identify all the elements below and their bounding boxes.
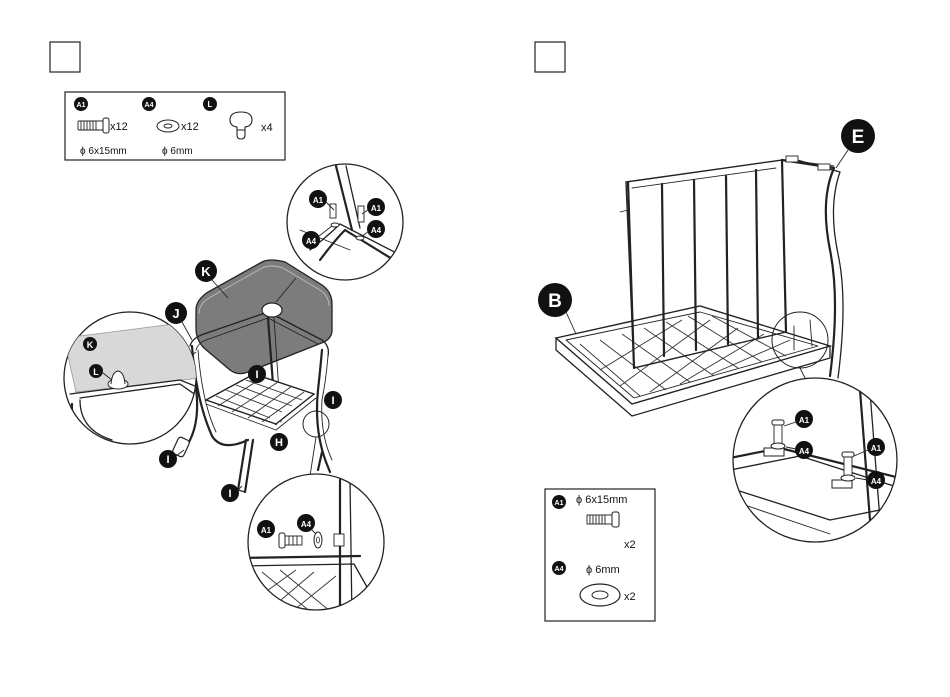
label-a1-detail-a: A1 [799, 416, 810, 425]
washer-icon [314, 532, 322, 548]
label-a1-top-a: A1 [313, 196, 324, 205]
label-l-detail: L [93, 367, 99, 377]
right-parts-list: A1 ϕ 6x15mm x2 A4 ϕ 6mm [545, 489, 655, 621]
label-i-bottom: I [228, 488, 231, 500]
label-a4-top-b: A4 [371, 226, 382, 235]
svg-text:x2: x2 [624, 539, 636, 551]
svg-text:A4: A4 [145, 102, 154, 109]
label-a4-top-a: A4 [306, 237, 317, 246]
label-k-detail: K [87, 340, 94, 350]
label-a1-bottom: A1 [261, 526, 272, 535]
svg-text:x2: x2 [624, 591, 636, 603]
right-step-number-box [535, 42, 565, 72]
svg-text:L: L [208, 100, 213, 109]
svg-text:ϕ 6mm: ϕ 6mm [162, 146, 193, 157]
detail-view-bottom [240, 474, 384, 620]
label-a4-bottom: A4 [301, 520, 312, 529]
svg-text:A4: A4 [555, 566, 564, 573]
detail-view-left [64, 312, 200, 448]
washer-icon [580, 584, 620, 606]
bench-assembly-illustration [556, 156, 843, 416]
svg-text:ϕ 6x15mm: ϕ 6x15mm [576, 494, 627, 506]
label-a1-detail-b: A1 [871, 444, 882, 453]
svg-text:x12: x12 [110, 121, 128, 133]
svg-text:A1: A1 [77, 102, 86, 109]
label-k-top: K [201, 264, 211, 279]
svg-text:A1: A1 [555, 500, 564, 507]
left-parts-list: A1 x12 ϕ 6x15mm A4 x12 [65, 92, 285, 160]
label-e: E [852, 127, 865, 148]
washer-icon [157, 120, 179, 132]
label-a4-detail-a: A4 [799, 447, 810, 456]
label-a1-top-b: A1 [371, 204, 382, 213]
right-step-panel: E B A1 A4 A1 A4 A1 ϕ 6x15mm [535, 42, 900, 621]
label-j: J [172, 306, 179, 321]
left-step-number-box [50, 42, 80, 72]
svg-text:ϕ 6x15mm: ϕ 6x15mm [80, 146, 127, 157]
svg-text:ϕ 6mm: ϕ 6mm [586, 564, 620, 576]
label-b: B [548, 291, 562, 312]
label-h: H [275, 437, 283, 449]
label-i-left: I [166, 454, 169, 466]
svg-text:x12: x12 [181, 121, 199, 133]
detail-view-right [730, 378, 900, 542]
svg-text:x4: x4 [261, 122, 273, 134]
label-i-center: I [255, 369, 258, 381]
label-a4-detail-b: A4 [871, 477, 882, 486]
label-i-right: I [331, 395, 334, 407]
left-step-panel: A1 x12 ϕ 6x15mm A4 x12 [50, 42, 410, 620]
